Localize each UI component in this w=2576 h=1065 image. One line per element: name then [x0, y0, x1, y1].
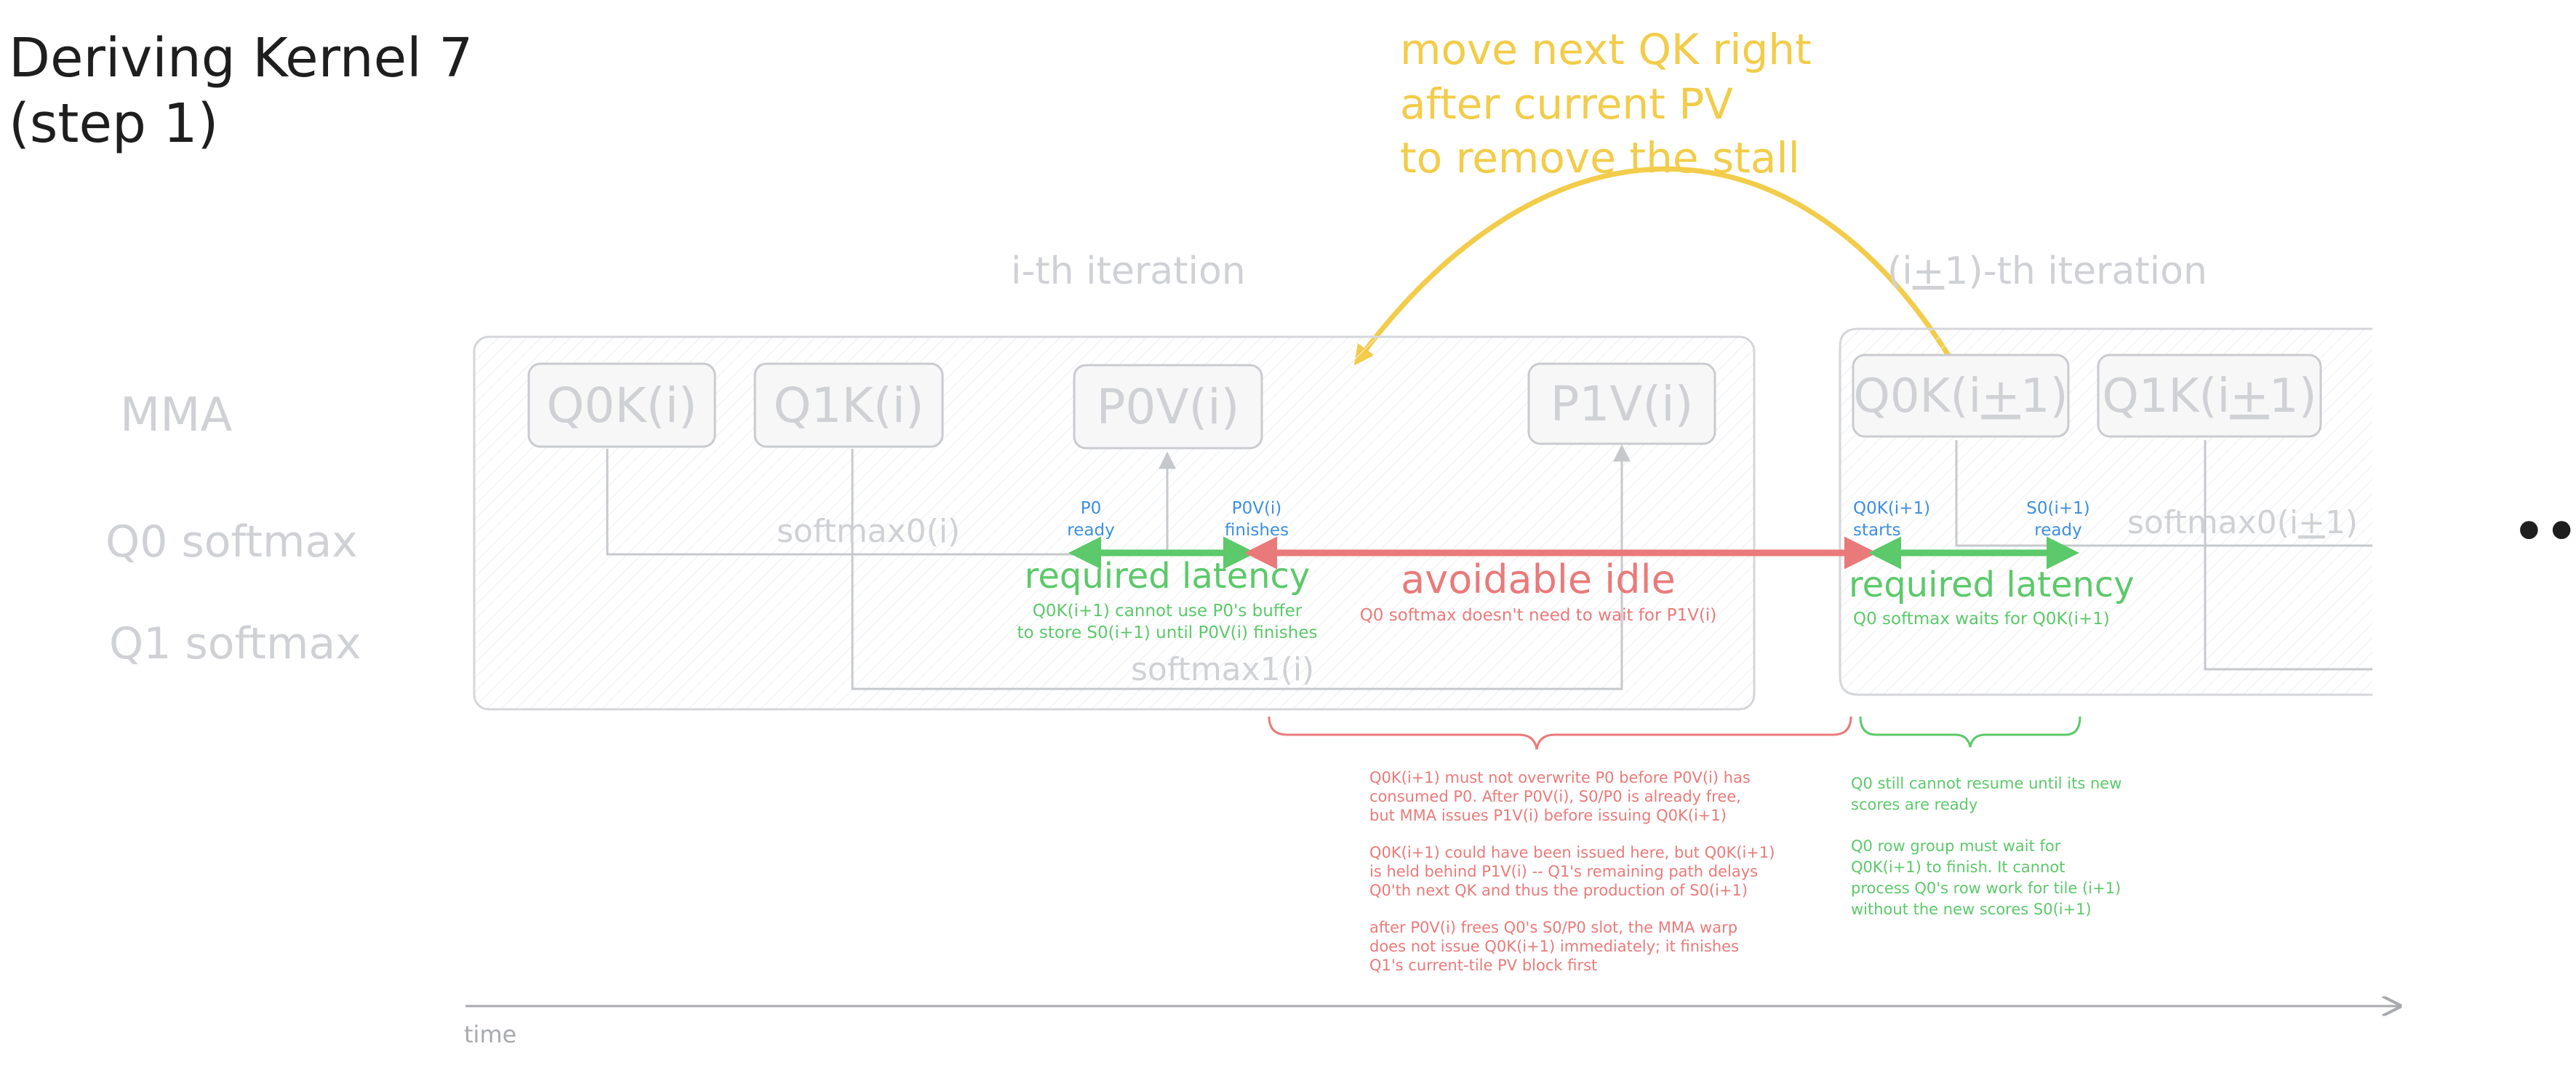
block-q1k-next-label: Q1K(i+1) — [2102, 370, 2316, 423]
row-label-mma: MMA — [120, 388, 232, 442]
row-label-q1-softmax: Q1 softmax — [109, 618, 361, 669]
red-brace — [1268, 716, 1852, 750]
block-q0k-i-label: Q0K(i) — [546, 378, 697, 434]
required-latency-label-1: required latency — [1025, 556, 1311, 597]
required-latency-label-2: required latency — [1849, 565, 2135, 605]
block-p0v-i-label: P0V(i) — [1097, 379, 1240, 435]
annotation-line-3: to remove the stall — [1400, 133, 1800, 183]
move-arc-arrow — [1353, 166, 1951, 366]
block-q1k-i — [753, 362, 944, 448]
block-q0k-i — [527, 362, 716, 448]
title-line-2: (step 1) — [9, 92, 218, 155]
annotation-line-1: move next QK right — [1400, 25, 1812, 74]
note-red-2: Q0K(i+1) could have been issued here, bu… — [1369, 844, 1775, 899]
required-latency-note-2: Q0 softmax waits for Q0K(i+1) — [1853, 610, 2110, 629]
block-p0v-i — [1073, 364, 1263, 450]
avoidable-idle-label: avoidable idle — [1401, 557, 1676, 602]
marker-p0v-finishes: P0V(i)finishes — [1225, 499, 1289, 540]
block-q1k-i-label: Q1K(i) — [773, 378, 924, 434]
iteration-label-next: (i+1)-th iteration — [1887, 250, 2207, 293]
note-red-3: after P0V(i) frees Q0's S0/P0 slot, the … — [1369, 919, 1739, 974]
avoidable-idle-note: Q0 softmax doesn't need to wait for P1V(… — [1360, 606, 1717, 625]
block-p1v-i — [1527, 362, 1716, 445]
note-red-1: Q0K(i+1) must not overwrite P0 before P0… — [1369, 769, 1751, 824]
block-q0k-next-label: Q0K(i+1) — [1853, 370, 2068, 423]
row-label-q0-softmax: Q0 softmax — [105, 516, 358, 567]
block-q0k-next — [1852, 354, 2070, 438]
block-p1v-i-label: P1V(i) — [1551, 376, 1694, 432]
continuation-ellipsis: ••• — [2513, 502, 2576, 562]
softmax0-path-i — [606, 449, 1176, 556]
iteration-label-current: i-th iteration — [1011, 250, 1246, 293]
green-brace — [1859, 716, 2081, 748]
softmax0-label-next: softmax0(i+1) — [2127, 504, 2358, 541]
softmax1-path-next — [2204, 440, 2372, 671]
annotation-line-2: after current PV — [1400, 79, 1733, 129]
softmax1-label-i: softmax1(i) — [1131, 651, 1314, 688]
time-axis-label: time — [464, 1021, 516, 1048]
title-line-1: Deriving Kernel 7 — [9, 27, 473, 89]
softmax0-label-i: softmax0(i) — [777, 513, 960, 550]
block-q1k-next — [2097, 354, 2322, 438]
